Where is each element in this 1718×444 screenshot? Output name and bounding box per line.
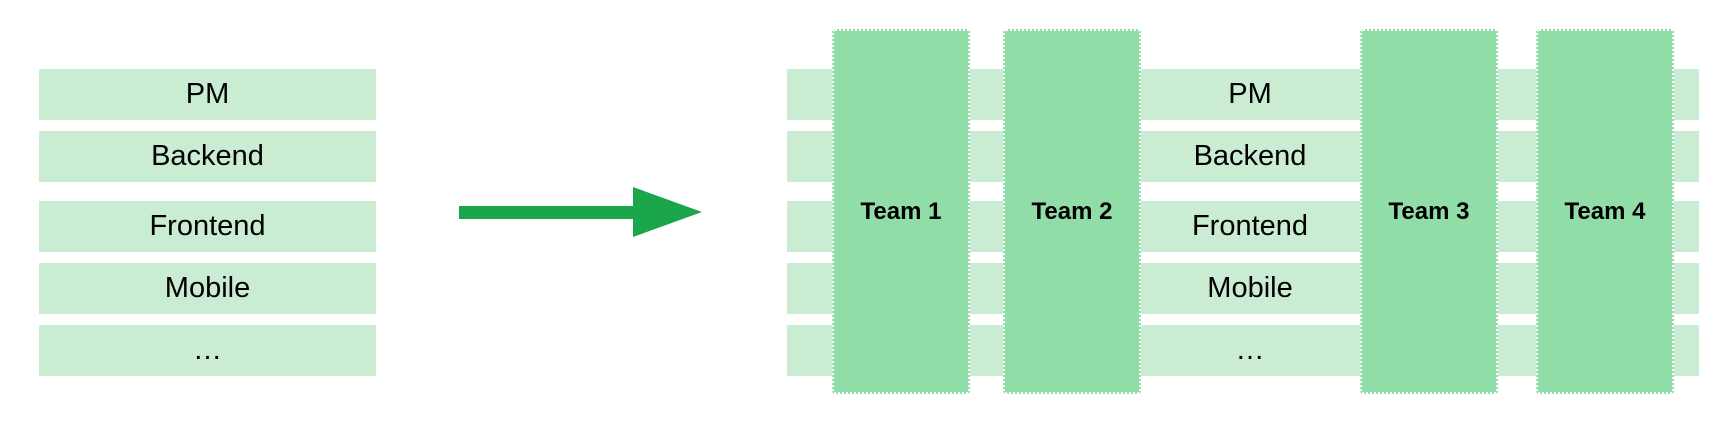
- function-bar-label: Frontend: [149, 210, 266, 242]
- team-column: Team 4: [1536, 29, 1674, 394]
- function-bar-label: PM: [185, 78, 230, 110]
- function-bar-label: Mobile: [1207, 272, 1293, 304]
- function-bar-label: Backend: [1193, 140, 1307, 172]
- function-bar-label-container: …: [1140, 325, 1360, 376]
- function-bar: Mobile: [39, 263, 376, 314]
- function-bar-label: …: [193, 334, 222, 366]
- function-bar-label-container: Frontend: [1140, 201, 1360, 252]
- function-bar: PM: [39, 69, 376, 120]
- team-column-label: Team 4: [1564, 197, 1646, 225]
- team-column: Team 1: [832, 29, 970, 394]
- function-bar: Frontend: [39, 201, 376, 252]
- function-bar-label-container: Mobile: [1140, 263, 1360, 314]
- transformation-arrow-icon: [459, 187, 702, 237]
- function-bar: Backend: [39, 131, 376, 182]
- function-bar: …: [39, 325, 376, 376]
- team-column-label: Team 1: [860, 197, 942, 225]
- function-bar-label: Backend: [151, 140, 264, 172]
- team-column: Team 2: [1003, 29, 1141, 394]
- function-bar-label-container: PM: [1140, 69, 1360, 120]
- function-bar-label: …: [1235, 334, 1265, 366]
- team-column: Team 3: [1360, 29, 1498, 394]
- function-bar-label-container: Backend: [1140, 131, 1360, 182]
- team-column-label: Team 2: [1031, 197, 1113, 225]
- function-bar-label: Frontend: [1191, 210, 1309, 242]
- team-column-label: Team 3: [1388, 197, 1470, 225]
- function-bar-label: Mobile: [164, 272, 251, 304]
- function-bar-label: PM: [1228, 78, 1272, 110]
